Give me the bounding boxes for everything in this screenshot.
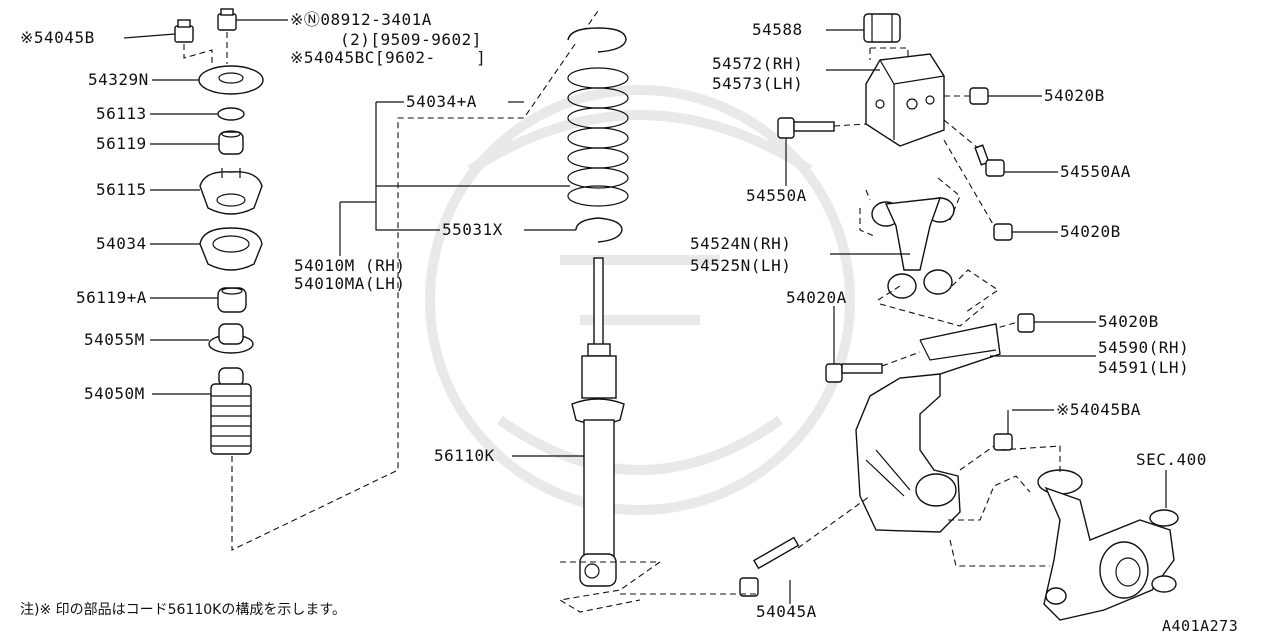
boot-54050m [210, 367, 252, 455]
label-54329n: 54329N [88, 70, 149, 89]
link-54524n [871, 197, 955, 299]
label-54020b-3: 54020B [1098, 312, 1159, 331]
bolt-54020a [825, 363, 883, 383]
label-54550aa: 54550AA [1060, 162, 1131, 181]
label-56115: 56115 [96, 180, 147, 199]
bolt-54550aa [974, 144, 1005, 177]
shock-absorber-56110k [571, 257, 625, 587]
stopper-54588 [863, 13, 901, 43]
bolt-54550a [777, 117, 835, 139]
plate-54329n [198, 65, 264, 95]
label-54590: 54590(RH) [1098, 338, 1190, 357]
label-56113: 56113 [96, 104, 147, 123]
nut-54045b [174, 19, 194, 43]
spring-seat-upper [567, 27, 627, 53]
nut-54020b-mid [993, 223, 1013, 241]
label-56110k: 56110K [434, 446, 495, 465]
seat-54034 [199, 227, 263, 271]
label-56119: 56119 [96, 134, 147, 153]
washer-56113 [217, 107, 245, 121]
label-54525n: 54525N(LH) [690, 256, 792, 275]
label-54020b-1: 54020B [1044, 86, 1105, 105]
label-55031x: 55031X [442, 220, 503, 239]
nut-54045ba [993, 433, 1013, 451]
nut-54020b-top [969, 87, 989, 105]
label-54020a: 54020A [786, 288, 847, 307]
bush-56119a [217, 287, 247, 313]
label-54034a: 54034+A [406, 92, 477, 111]
label-54524n: 54524N(RH) [690, 234, 792, 253]
label-54034: 54034 [96, 234, 147, 253]
label-56119a: 56119+A [76, 288, 147, 307]
mount-56115 [199, 168, 263, 215]
label-08912: ※Ⓝ08912-3401A [290, 10, 432, 29]
label-54591: 54591(LH) [1098, 358, 1190, 377]
diagram-code: A401A273 [1162, 617, 1239, 635]
ring-55031x [575, 217, 623, 243]
coil-spring [567, 67, 629, 207]
label-54050m: 54050M [84, 384, 145, 403]
footnote: 注)※ 印の部品はコード56110Kの構成を示します。 [20, 602, 346, 618]
label-54010m: 54010M (RH) [294, 256, 406, 275]
label-54020b-2: 54020B [1060, 222, 1121, 241]
label-54045bc: ※54045BC[9602- ] [290, 48, 487, 67]
label-54573: 54573(LH) [712, 74, 804, 93]
label-08912-qty: (2)[9509-9602] [340, 30, 482, 49]
label-54045a: 54045A [756, 602, 817, 621]
nut-54020b-lower [1017, 313, 1035, 333]
label-54010ma: 54010MA(LH) [294, 274, 406, 293]
label-54550a: 54550A [746, 186, 807, 205]
label-54588: 54588 [752, 20, 803, 39]
bumper-54055m [208, 323, 254, 354]
label-54572: 54572(RH) [712, 54, 804, 73]
label-54055m: 54055M [84, 330, 145, 349]
knuckle-sec400 [1037, 469, 1179, 621]
bracket-54572 [865, 53, 945, 147]
bracket-54590 [855, 323, 1001, 533]
nut-08912 [217, 8, 237, 31]
bolt-54045a [739, 536, 800, 597]
bush-56119 [218, 130, 244, 155]
label-54045b: ※54045B [20, 28, 95, 47]
label-sec400: SEC.400 [1136, 450, 1207, 469]
label-54045ba: ※54045BA [1056, 400, 1141, 419]
